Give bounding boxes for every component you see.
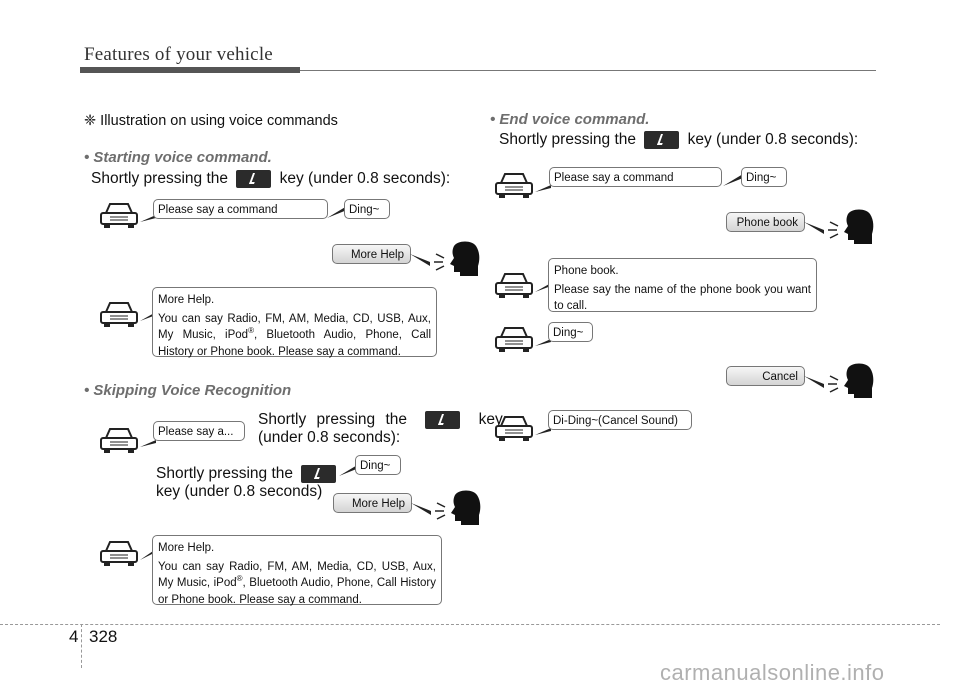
header-bar xyxy=(80,67,300,73)
instruction-end-pre: Shortly pressing the xyxy=(499,131,636,149)
section-title-start: • Starting voice command. xyxy=(84,149,272,166)
bubble-phone-book: Phone book xyxy=(726,212,805,232)
page-header-title: Features of your vehicle xyxy=(84,44,273,65)
car-icon xyxy=(100,428,156,453)
talk-key-icon xyxy=(425,411,461,429)
speaking-head-icon xyxy=(804,363,874,398)
instruction-start: Shortly pressing the key (under 0.8 seco… xyxy=(91,170,450,188)
section-title-end: • End voice command. xyxy=(490,111,650,128)
instruction-skip-a-pre: Shortly pressing the xyxy=(258,411,407,429)
registered-mark: ® xyxy=(248,326,254,336)
car-icon xyxy=(100,541,156,566)
registered-mark: ® xyxy=(236,574,243,584)
bubble-ding: Ding~ xyxy=(741,167,787,187)
car-icon xyxy=(495,173,551,198)
bubble-ding: Ding~ xyxy=(344,199,390,219)
instruction-end: Shortly pressing the key (under 0.8 seco… xyxy=(499,131,858,149)
bubble-text: , Bluetooth Audio, Phone, Call History o… xyxy=(158,329,431,358)
bubble-tail xyxy=(339,464,359,476)
section-title-skip: • Skipping Voice Recognition xyxy=(84,382,292,399)
instruction-start-pre: Shortly pressing the xyxy=(91,170,228,188)
car-icon xyxy=(495,273,551,298)
instruction-end-post: key (under 0.8 seconds): xyxy=(687,131,859,149)
instruction-skip-a-key: key xyxy=(478,411,503,429)
car-icon xyxy=(495,416,551,441)
bubble-tail xyxy=(327,206,347,218)
chapter-number: 4 xyxy=(69,627,79,646)
bubble-cancel: Cancel xyxy=(726,366,805,386)
bubble-more-help-response: More Help. You can say Radio, FM, AM, Me… xyxy=(152,535,442,606)
illustration-note: ❈ Illustration on using voice commands xyxy=(84,113,338,129)
bubble-ding: Ding~ xyxy=(355,455,401,475)
bubble-body: You can say Radio, FM, AM, Media, CD, US… xyxy=(158,311,431,361)
instruction-skip-b2: key (under 0.8 seconds) xyxy=(156,483,323,500)
bubble-more-help: More Help xyxy=(333,493,412,513)
bubble-body: Please say the name of the phone book yo… xyxy=(554,283,811,313)
instruction-skip-a3: (under 0.8 seconds): xyxy=(258,429,401,446)
bubble-cancel-sound: Di-Ding~(Cancel Sound) xyxy=(548,410,692,430)
page-number: 328 xyxy=(89,627,118,646)
footer-divider xyxy=(81,624,82,668)
talk-key-icon xyxy=(236,170,272,188)
bubble-more-help: More Help xyxy=(332,244,411,264)
instruction-start-post: key (under 0.8 seconds): xyxy=(279,170,451,188)
car-icon xyxy=(100,203,156,228)
bubble-text: You can say Radio, FM, AM, Media, CD, US… xyxy=(158,560,436,590)
bubble-tail xyxy=(723,174,743,186)
bubble-ding: Ding~ xyxy=(548,322,593,342)
bubble-please-say-command: Please say a command xyxy=(153,199,328,219)
speaking-head-icon xyxy=(411,490,481,525)
instruction-skip-b: Shortly pressing the xyxy=(156,465,340,483)
car-icon xyxy=(100,302,156,327)
bubble-text: , Bluetooth Audio, Phone, Call History o… xyxy=(158,577,436,606)
bubble-phone-book-response: Phone book. Please say the name of the p… xyxy=(548,258,817,312)
header-rule xyxy=(300,70,876,71)
car-icon xyxy=(495,327,551,352)
bubble-line: More Help. xyxy=(158,294,215,306)
speaking-head-icon xyxy=(804,209,874,244)
bubble-more-help-response: More Help. You can say Radio, FM, AM, Me… xyxy=(152,287,437,358)
instruction-skip-a: Shortly pressing the key xyxy=(258,411,503,429)
bubble-please-say-short: Please say a... xyxy=(153,421,245,441)
bubble-text: You can say Radio, FM, AM, Media, CD, US… xyxy=(158,312,431,342)
bubble-line: More Help. xyxy=(158,542,215,554)
bubble-please-say-command: Please say a command xyxy=(549,167,722,187)
bubble-line: Phone book. xyxy=(554,265,619,277)
talk-key-icon xyxy=(301,465,337,483)
bubble-body: You can say Radio, FM, AM, Media, CD, US… xyxy=(158,559,436,609)
speaking-head-icon xyxy=(410,241,480,276)
footer-rule xyxy=(0,624,940,625)
talk-key-icon xyxy=(644,131,680,149)
watermark: carmanualsonline.info xyxy=(660,660,885,685)
instruction-skip-b-pre: Shortly pressing the xyxy=(156,465,293,483)
